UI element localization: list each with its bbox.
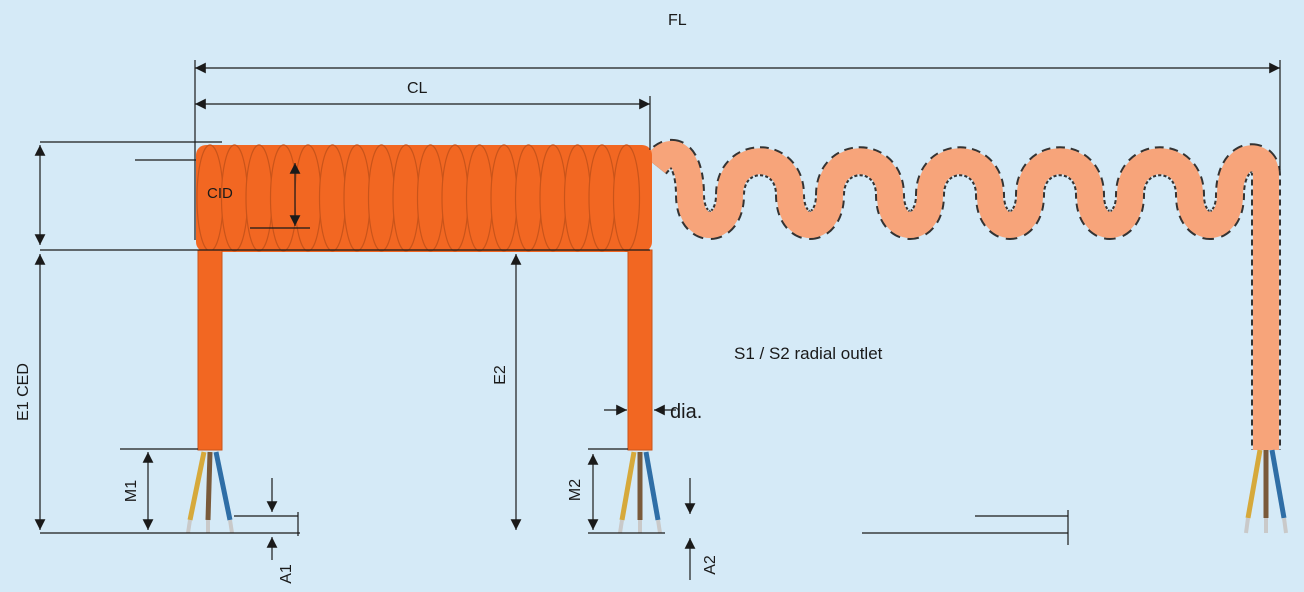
coil-ring	[514, 144, 543, 252]
e1-ced-label: E1 CED	[15, 363, 32, 421]
dia-label: dia.	[670, 401, 702, 423]
labels: FL CL CID E1 CED E2 M1 M2 A1 A2 dia. S1 …	[15, 12, 883, 584]
e2-label: E2	[492, 365, 509, 385]
coil-ring	[441, 144, 469, 252]
coil-ring	[294, 144, 322, 252]
m1-label: M1	[123, 480, 140, 502]
stretched-cable	[643, 139, 1281, 450]
coil-ring	[563, 144, 592, 252]
coil-ring	[269, 144, 298, 252]
coil-ring	[465, 144, 494, 252]
coil-ring	[612, 144, 641, 252]
coil-ring	[367, 144, 396, 252]
cid-label: CID	[207, 185, 233, 202]
coil-ring	[588, 144, 616, 252]
a2-label: A2	[702, 555, 719, 575]
wire-ends-right	[1244, 449, 1288, 534]
coil-ring	[245, 144, 273, 252]
outlet-label: S1 / S2 radial outlet	[734, 344, 883, 363]
dimension-lines	[34, 60, 1281, 580]
coil-ring	[490, 144, 518, 252]
wire-ends-middle	[618, 451, 662, 534]
a1-label: A1	[278, 564, 295, 584]
m2-label: M2	[567, 479, 584, 501]
coil-ring	[539, 144, 567, 252]
fl-label: FL	[668, 12, 687, 29]
coil-ring	[392, 144, 420, 252]
coil-ring	[318, 144, 347, 252]
cl-label: CL	[407, 80, 428, 97]
wire-ends-left	[186, 451, 234, 534]
coil-ring	[416, 144, 445, 252]
coiled-cable	[196, 144, 653, 451]
coil-ring	[343, 144, 371, 252]
